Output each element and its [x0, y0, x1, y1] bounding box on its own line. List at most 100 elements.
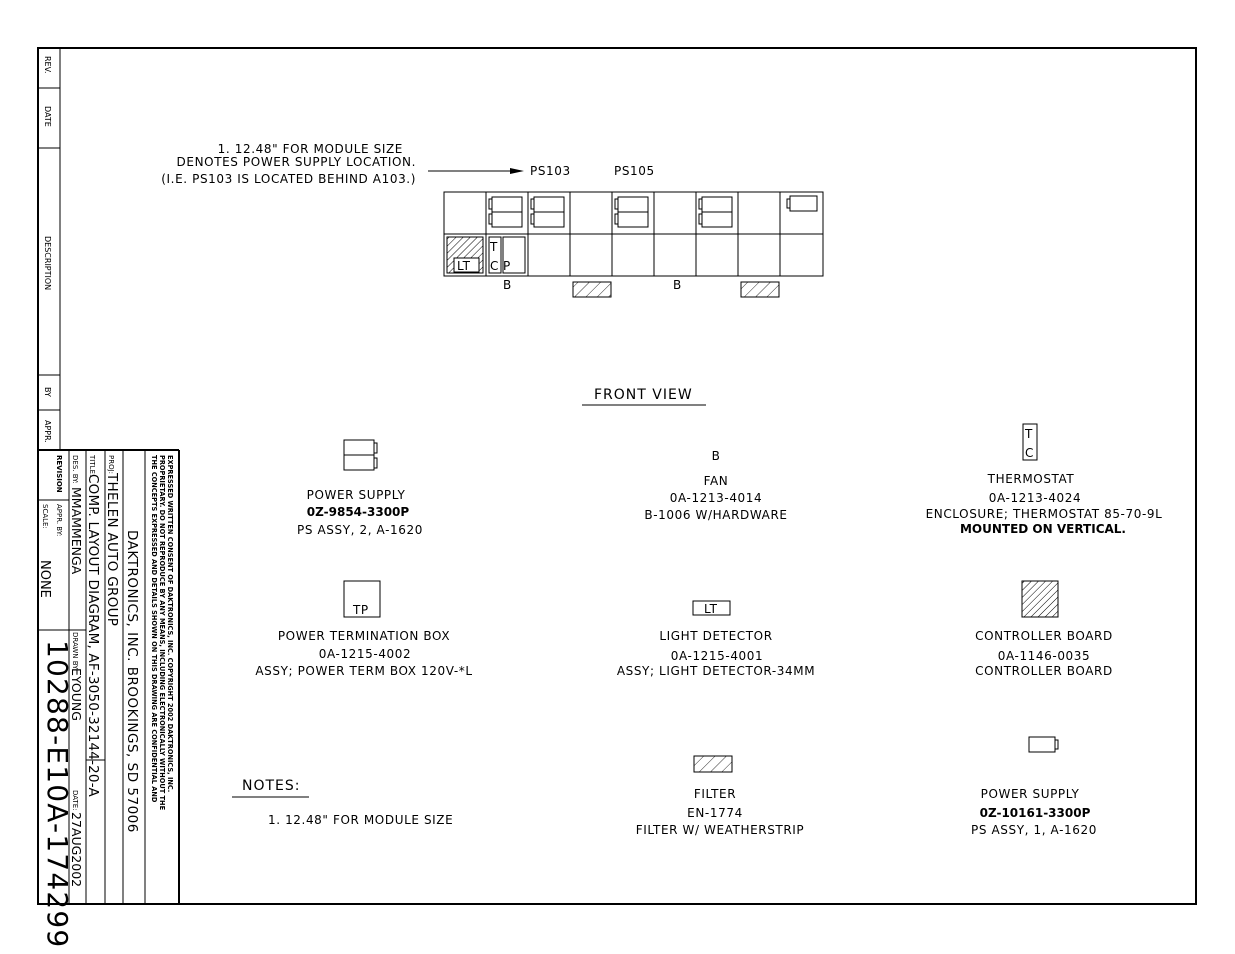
drawing-number: 10288-E10A-174299: [41, 640, 74, 948]
filter-desc: FILTER W/ WEATHERSTRIP: [636, 823, 805, 837]
grid-p-label: P: [503, 259, 511, 273]
module-grid: LT T C P B B: [443, 191, 824, 298]
confidential-line-2: PROPRIETARY. DO NOT REPRODUCE BY ANY MEA…: [158, 455, 166, 811]
grid-filter-2: [740, 281, 780, 298]
notes-item-1: 1. 12.48" FOR MODULE SIZE: [268, 813, 453, 827]
ps2-name: POWER SUPPLY: [307, 488, 406, 502]
fan-desc: B-1006 W/HARDWARE: [644, 508, 787, 522]
notes-section: NOTES: 1. 12.48" FOR MODULE SIZE: [232, 778, 453, 827]
confidential-line-1: THE CONCEPTS EXPRESSED AND DETAILS SHOWN…: [150, 455, 158, 803]
designer: MMAMMENGA: [69, 487, 84, 575]
arrow-head: [510, 168, 524, 174]
grid-power-supply-1: [488, 196, 523, 228]
filter-part: EN-1774: [687, 806, 743, 820]
thermostat-icon: [1022, 423, 1038, 461]
grid-c-label: C: [490, 259, 499, 273]
fan-symbol: B: [712, 449, 721, 463]
fan-name: FAN: [704, 474, 729, 488]
light-detector-symbol: LT: [704, 602, 718, 616]
grid-power-supply-2: [530, 196, 565, 228]
date-field-label: DATE:: [71, 790, 79, 811]
ld-name: LIGHT DETECTOR: [659, 629, 772, 643]
grid-lt-label: LT: [457, 259, 471, 273]
scale-label: SCALE:: [41, 504, 49, 529]
legend-controller-board: CONTROLLER BOARD 0A-1146-0035 CONTROLLER…: [975, 580, 1113, 678]
thermostat-t: T: [1024, 427, 1033, 441]
front-view-title: FRONT VIEW: [594, 387, 693, 403]
date-label: DATE: [43, 106, 52, 127]
revision-block: REV. DATE DESCRIPTION BY APPR.: [38, 48, 61, 451]
ptb-desc: ASSY; POWER TERM BOX 120V-*L: [255, 664, 472, 678]
location-note: 1. 12.48" FOR MODULE SIZE DENOTES POWER …: [161, 142, 655, 186]
legend-power-supply-1: POWER SUPPLY 0Z-10161-3300P PS ASSY, 1, …: [971, 736, 1097, 837]
ps1-desc: PS ASSY, 1, A-1620: [971, 823, 1097, 837]
grid-filter-1: [572, 281, 612, 298]
grid-power-supply-single: [786, 195, 818, 212]
grid-power-term-box: P: [502, 236, 526, 274]
revision-label: REVISION: [55, 455, 63, 493]
power-supply-2-icon: [343, 439, 378, 471]
thermostat-desc2: MOUNTED ON VERTICAL.: [960, 522, 1126, 536]
ptb-part: 0A-1215-4002: [319, 647, 412, 661]
thermostat-part: 0A-1213-4024: [989, 491, 1082, 505]
power-term-box-icon: [343, 580, 381, 618]
drawing-title: COMP. LAYOUT DIAGRAM, AF-3050-32144-20-A: [85, 474, 101, 797]
thermostat-c: C: [1025, 446, 1034, 460]
note-line-3: (I.E. PS103 IS LOCATED BEHIND A103.): [161, 172, 416, 186]
scale-value: NONE: [37, 560, 52, 598]
grid-fan-label-2: B: [673, 278, 682, 292]
project-name: THELEN AUTO GROUP: [104, 472, 120, 626]
ps2-desc: PS ASSY, 2, A-1620: [297, 523, 423, 537]
cb-part: 0A-1146-0035: [998, 649, 1091, 663]
ps105-label: PS105: [614, 164, 655, 178]
grid-power-supply-4: [698, 196, 733, 228]
ps103-label: PS103: [530, 164, 571, 178]
legend-fan: B FAN 0A-1213-4014 B-1006 W/HARDWARE: [644, 449, 787, 522]
fan-part: 0A-1213-4014: [670, 491, 763, 505]
notes-title: NOTES:: [242, 778, 301, 794]
grid-power-supply-3: [614, 196, 649, 228]
description-label: DESCRIPTION: [43, 236, 52, 290]
power-supply-1-icon: [1028, 736, 1059, 753]
legend-filter: FILTER EN-1774 FILTER W/ WEATHERSTRIP: [636, 755, 805, 837]
thermostat-desc: ENCLOSURE; THERMOSTAT 85-70-9L: [926, 507, 1163, 521]
title-label: TITLE:: [88, 454, 96, 476]
controller-board-icon: [1021, 580, 1059, 618]
power-term-box-symbol: TP: [352, 603, 369, 617]
proj-label: PROJ:: [107, 455, 115, 474]
ps1-part: 0Z-10161-3300P: [980, 806, 1091, 820]
ld-desc: ASSY; LIGHT DETECTOR-34MM: [617, 664, 815, 678]
appr-label: APPR.: [43, 420, 52, 443]
thermostat-name: THERMOSTAT: [987, 472, 1075, 486]
legend-light-detector: LT LIGHT DETECTOR 0A-1215-4001 ASSY; LIG…: [617, 600, 815, 678]
drawing-date: 27AUG2002: [69, 812, 84, 887]
grid-thermostat: T C: [488, 236, 502, 274]
appr-by-label: APPR. BY:: [55, 504, 63, 536]
filter-icon: [693, 755, 733, 773]
legend-power-supply-2: POWER SUPPLY 0Z-9854-3300P PS ASSY, 2, A…: [297, 439, 423, 537]
drawn-by: EYOUNG: [69, 668, 84, 721]
grid-controller-board: LT: [446, 236, 484, 274]
grid-t-label: T: [489, 240, 498, 254]
legend-power-term-box: TP POWER TERMINATION BOX 0A-1215-4002 AS…: [255, 580, 472, 678]
des-by-label: DES. BY:: [71, 455, 79, 484]
title-block: THE CONCEPTS EXPRESSED AND DETAILS SHOWN…: [37, 449, 180, 948]
legend-thermostat: T C THERMOSTAT 0A-1213-4024 ENCLOSURE; T…: [926, 423, 1163, 536]
ptb-name: POWER TERMINATION BOX: [278, 629, 450, 643]
note-line-2: DENOTES POWER SUPPLY LOCATION.: [177, 155, 416, 169]
grid-fan-label-1: B: [503, 278, 512, 292]
cb-name: CONTROLLER BOARD: [975, 629, 1113, 643]
ld-part: 0A-1215-4001: [671, 649, 764, 663]
light-detector-icon: [692, 600, 731, 616]
drawn-by-label: DRAWN BY:: [71, 632, 79, 671]
cb-desc: CONTROLLER BOARD: [975, 664, 1113, 678]
sheet-border: [37, 47, 1197, 905]
confidential-line-3: EXPRESSED WRITTEN CONSENT OF DAKTRONICS,…: [166, 455, 174, 792]
rev-label: REV.: [43, 56, 52, 74]
filter-name: FILTER: [694, 787, 736, 801]
ps1-name: POWER SUPPLY: [981, 787, 1080, 801]
company-name: DAKTRONICS, INC. BROOKINGS, SD 57006: [124, 530, 140, 833]
by-label: BY: [43, 387, 52, 397]
ps2-part: 0Z-9854-3300P: [307, 505, 410, 519]
